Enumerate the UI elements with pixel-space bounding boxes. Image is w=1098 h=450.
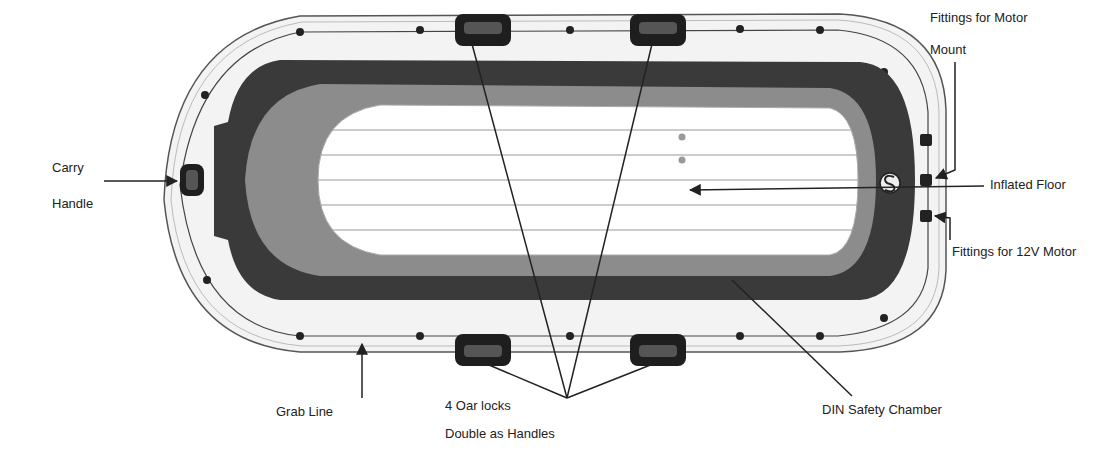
motor-fittings (920, 134, 932, 222)
floor-valve (679, 134, 686, 141)
callout-label: Grab Line (276, 404, 333, 420)
callout-label: Carry Handle (52, 150, 93, 222)
callout-label: Inflated Floor (990, 177, 1066, 193)
callout-label: DIN Safety Chamber (822, 402, 942, 418)
callout-label: Fittings for Motor Mount (930, 2, 1028, 66)
callout-label: 4 Oar locks Double as Handles (445, 392, 555, 448)
floor-valve (679, 157, 686, 164)
oar-locks (455, 14, 686, 366)
logo-mark (880, 173, 900, 193)
grab-line (180, 30, 928, 336)
hull-edge (171, 20, 939, 346)
hull (164, 14, 946, 352)
leader-lines (104, 44, 984, 398)
carry-handle (186, 170, 198, 190)
safety-chamber (214, 60, 915, 300)
callout-label: Fittings for 12V Motor (952, 244, 1076, 260)
floor-seams (310, 130, 860, 230)
carry-handle (180, 164, 204, 196)
logo-mark (885, 176, 895, 192)
inner-band (245, 84, 876, 276)
